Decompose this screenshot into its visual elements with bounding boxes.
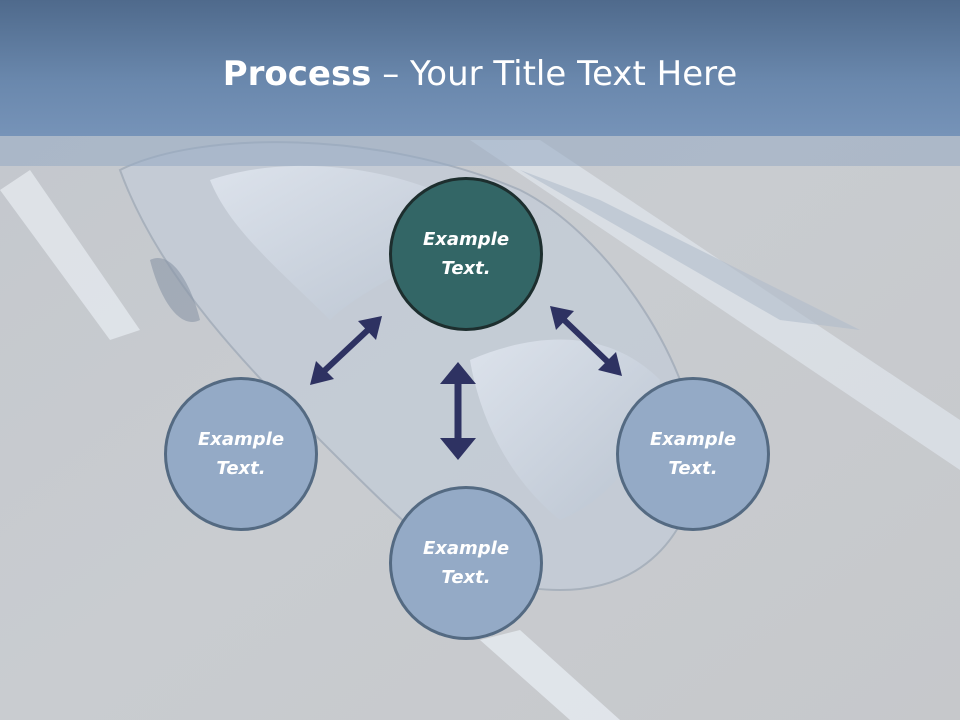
title-band-shadow xyxy=(0,136,960,166)
process-node-top-label: Example Text. xyxy=(422,229,510,279)
arrow-top-right xyxy=(550,306,622,376)
arrow-top-left xyxy=(310,316,382,385)
slide-title: Process – Your Title Text Here xyxy=(0,52,960,96)
process-node-left-label: Example Text. xyxy=(197,429,285,479)
arrow-vertical xyxy=(440,362,476,460)
process-node-bottom-label: Example Text. xyxy=(422,538,510,588)
process-node-top: Example Text. xyxy=(389,177,543,331)
process-node-right-label: Example Text. xyxy=(649,429,737,479)
process-node-left: Example Text. xyxy=(164,377,318,531)
slide-title-rest: – Your Title Text Here xyxy=(371,54,738,94)
process-node-bottom: Example Text. xyxy=(389,486,543,640)
slide-title-bold: Process xyxy=(222,54,372,94)
process-node-right: Example Text. xyxy=(616,377,770,531)
title-band xyxy=(0,0,960,136)
